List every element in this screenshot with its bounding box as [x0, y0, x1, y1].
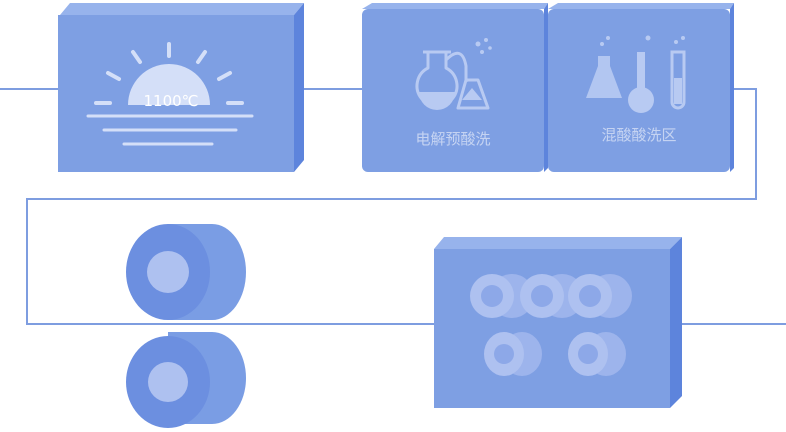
station-label-pre-pickling: 电解预酸洗: [415, 130, 491, 148]
flask-beaker-icon: [415, 38, 492, 110]
test-tube-icon: [586, 35, 686, 113]
coil-storage-box: [434, 237, 682, 408]
station-label-mixed-acid: 混酸酸洗区: [601, 126, 677, 144]
stored-coils: [470, 274, 632, 376]
furnace-temperature: 1100℃: [143, 92, 199, 110]
uncoiler-coil-bottom: [126, 332, 246, 428]
uncoiler-coil-top: [126, 224, 246, 320]
process-line: [0, 88, 786, 325]
pre-pickling-box: [362, 3, 548, 172]
sunrise-icon: [86, 42, 254, 146]
